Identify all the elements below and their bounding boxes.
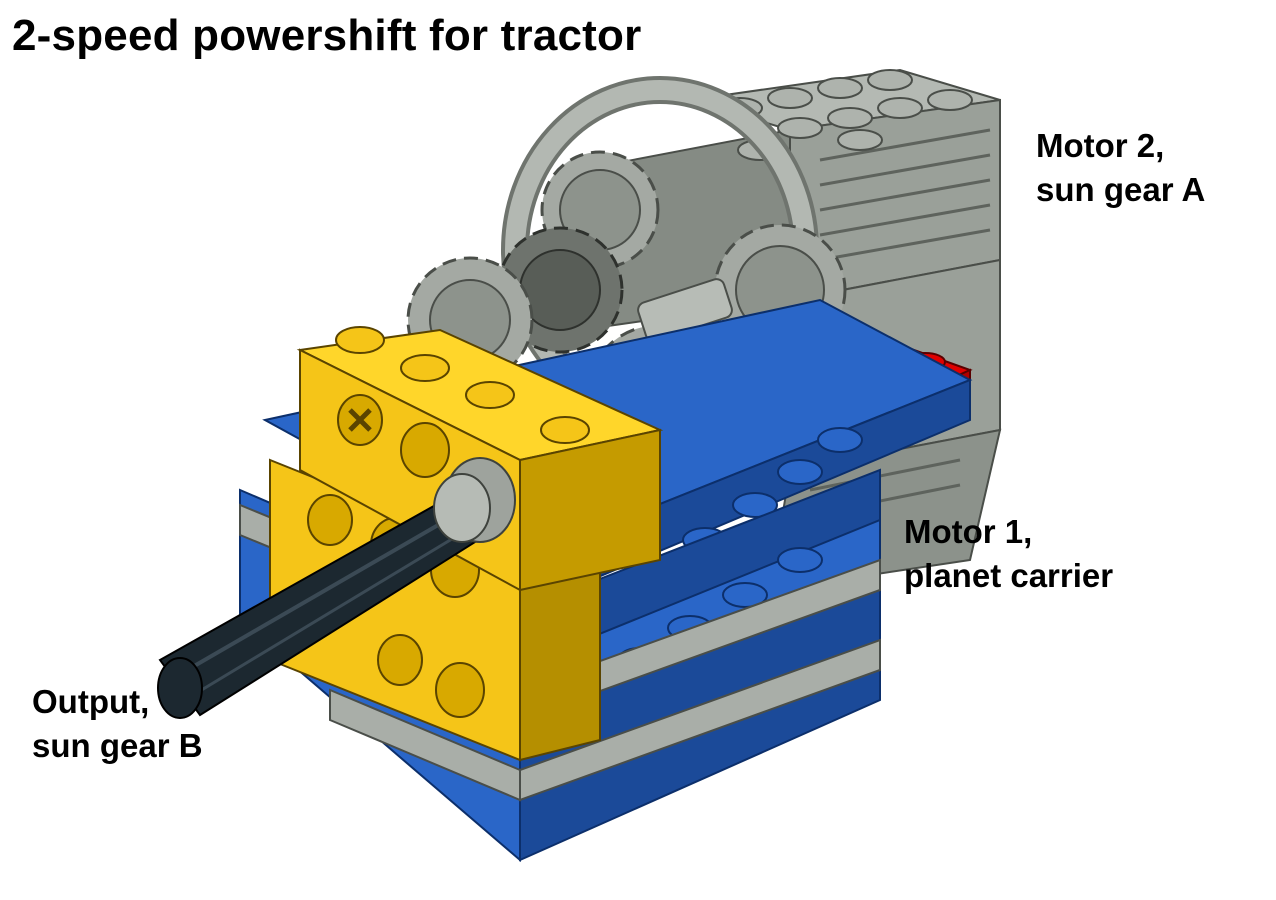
output-axle bbox=[157, 457, 516, 719]
label-output-line2: sun gear B bbox=[32, 727, 203, 764]
axle-bush bbox=[433, 457, 516, 543]
label-motor-2-line1: Motor 2, bbox=[1036, 127, 1165, 164]
label-motor-1-line1: Motor 1, bbox=[904, 513, 1033, 550]
label-output-line1: Output, bbox=[32, 683, 150, 720]
yellow-brick-studs bbox=[335, 326, 590, 444]
label-motor-2-line2: sun gear A bbox=[1036, 171, 1206, 208]
label-motor-2: Motor 2, sun gear A bbox=[1036, 124, 1205, 212]
label-output: Output, sun gear B bbox=[32, 680, 203, 768]
label-motor-1-line2: planet carrier bbox=[904, 557, 1114, 594]
page-title: 2-speed powershift for tractor bbox=[12, 11, 642, 60]
label-motor-1: Motor 1, planet carrier bbox=[904, 510, 1113, 598]
